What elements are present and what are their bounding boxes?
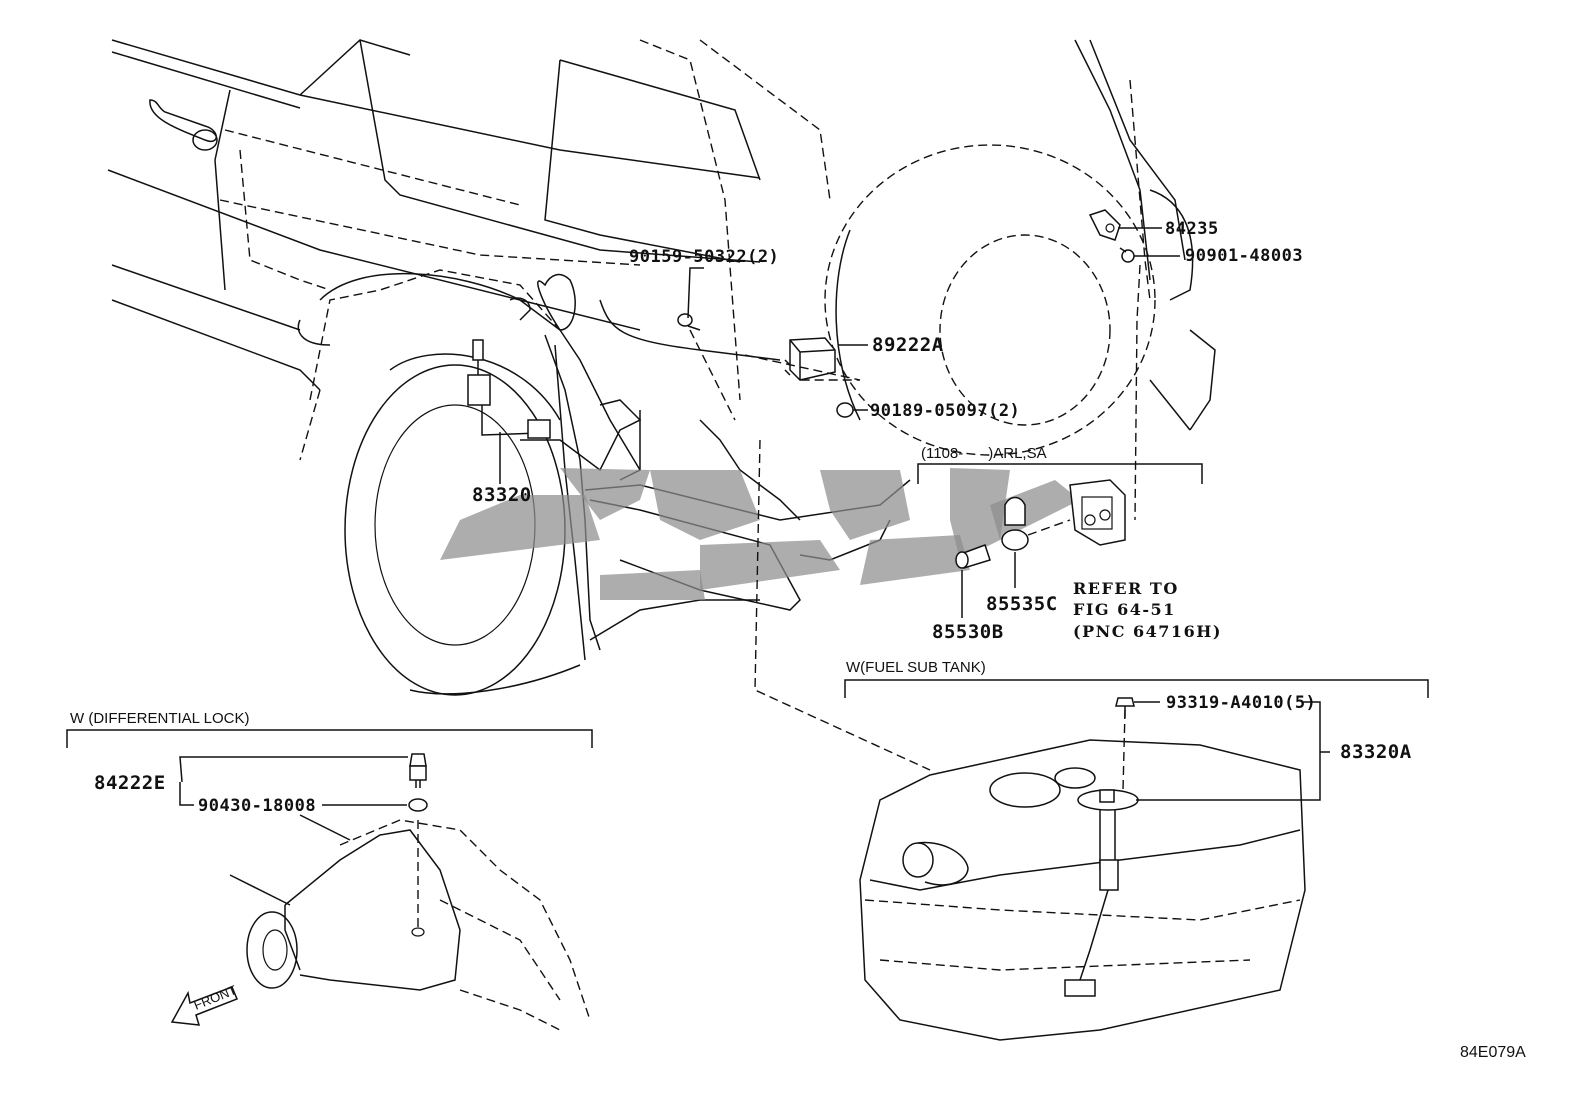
front-direction-arrow: FRONT — [170, 982, 239, 1026]
part-number-85530B[interactable]: 85530B — [932, 621, 1004, 643]
differential-illustration — [229, 753, 591, 1031]
bracket-differential-lock — [66, 729, 593, 748]
refer-line-2: FIG 64-51 — [1073, 600, 1176, 619]
bracket-arl-sa — [917, 463, 1203, 484]
bolt-90159-50322 — [677, 313, 701, 331]
watermark-logo — [440, 468, 1080, 600]
group-label-fuel-sub-tank: W(FUEL SUB TANK) — [846, 659, 986, 676]
part-number-83320A[interactable]: 83320A — [1340, 741, 1412, 763]
part-89222A-relay — [744, 337, 861, 381]
refer-line-1: REFER TO — [1073, 579, 1179, 598]
bracket-fuel-sub-tank — [844, 679, 1429, 698]
part-number-90430-18008[interactable]: 90430-18008 — [198, 796, 316, 816]
part-number-90189-05097[interactable]: 90189-05097(2) — [870, 401, 1020, 421]
part-number-93319-A4010[interactable]: 93319-A4010(5) — [1166, 693, 1316, 713]
part-number-85535C[interactable]: 85535C — [986, 593, 1058, 615]
part-85535C-switch-assembly — [1001, 479, 1126, 551]
part-83320-fuel-sender — [467, 339, 551, 439]
part-number-90159-50322[interactable]: 90159-50322(2) — [629, 247, 779, 267]
screw-93319-A4010 — [1115, 697, 1135, 718]
group-label-arl-sa: (1108- )ARL,SA — [921, 445, 1047, 462]
fuel-sub-tank-illustration — [859, 709, 1306, 1041]
refer-line-3: (PNC 64716H) — [1073, 622, 1222, 641]
part-85530B-plug — [955, 544, 991, 569]
part-number-84222E[interactable]: 84222E — [94, 772, 166, 794]
part-number-83320[interactable]: 83320 — [472, 484, 532, 506]
group-label-differential-lock: W (DIFFERENTIAL LOCK) — [70, 710, 249, 727]
part-number-89222A[interactable]: 89222A — [872, 334, 944, 356]
part-number-84235[interactable]: 84235 — [1165, 219, 1219, 239]
diagram-code: 84E079A — [1460, 1044, 1526, 1061]
part-84235-switch — [1088, 209, 1135, 263]
part-number-90901-48003[interactable]: 90901-48003 — [1185, 246, 1303, 266]
nut-90189-05097 — [836, 402, 854, 418]
